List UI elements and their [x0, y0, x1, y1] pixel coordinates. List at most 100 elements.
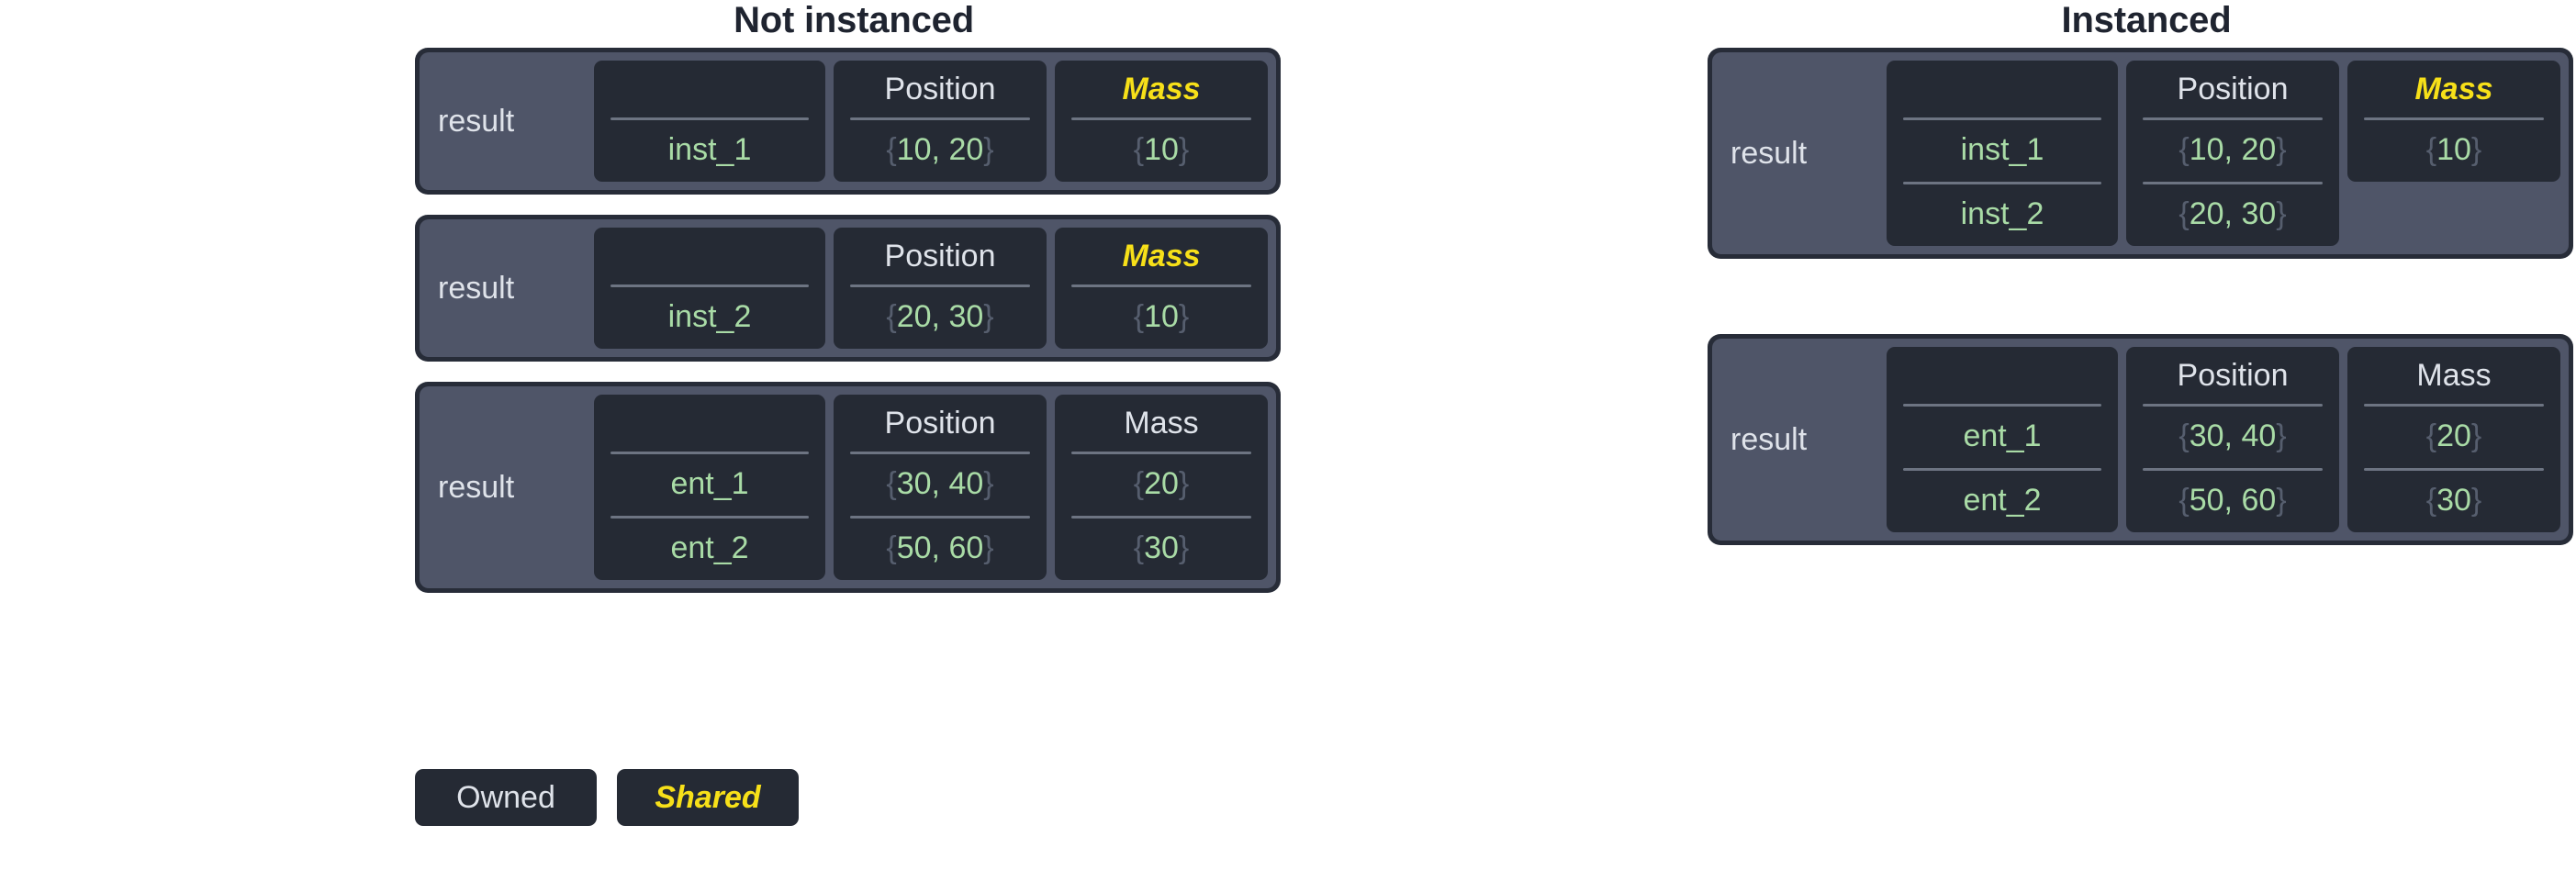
column-header: Position: [884, 405, 996, 441]
field-value-cell: {20, 30}: [2126, 182, 2339, 246]
column-header: Mass: [1122, 238, 1201, 273]
field-value-cell: {30}: [1055, 516, 1268, 580]
field-value-cell: {10}: [1055, 284, 1268, 349]
brace-glyph: }: [983, 530, 994, 565]
brace-glyph: }: [2470, 482, 2482, 518]
entity-name-column: inst_1: [594, 61, 825, 182]
result-label: result: [438, 469, 515, 505]
field-value-cell: {50, 60}: [834, 516, 1047, 580]
field-column-position: Position {30, 40}{50, 60}: [2126, 347, 2339, 532]
brace-glyph: {: [2178, 482, 2190, 518]
brace-glyph: }: [2470, 131, 2482, 167]
entity-name-cell: inst_1: [1887, 117, 2118, 182]
field-column-mass: Mass {10}: [1055, 228, 1268, 349]
brace-glyph: }: [983, 131, 994, 167]
entity-name-cell: ent_1: [1887, 404, 2118, 468]
brace-glyph: {: [2178, 131, 2190, 167]
brace-glyph: {: [886, 131, 897, 167]
column-header-blank: [594, 61, 825, 117]
brace-glyph: {: [886, 298, 897, 334]
entity-name-cell: ent_2: [594, 516, 825, 580]
brace-glyph: {: [1133, 131, 1145, 167]
brace-glyph: }: [1178, 298, 1190, 334]
brace-glyph: {: [2425, 131, 2437, 167]
legend: Owned Shared: [415, 769, 799, 826]
column-header-blank: [1887, 61, 2118, 117]
field-value-cell: {10, 20}: [834, 117, 1047, 182]
entity-name-cell: inst_2: [594, 284, 825, 349]
brace-glyph: }: [2276, 131, 2287, 167]
field-column-position: Position{10, 20}: [834, 61, 1047, 182]
column-header-blank: [1887, 347, 2118, 404]
legend-chip-shared: Shared: [617, 769, 799, 826]
field-value-cell: {10}: [2347, 117, 2560, 182]
result-label: result: [438, 270, 515, 306]
legend-chip-owned: Owned: [415, 769, 597, 826]
field-column-mass: Mass {10}: [1055, 61, 1268, 182]
result-label: result: [1730, 135, 1808, 171]
entity-name-column: inst_2: [594, 228, 825, 349]
brace-glyph: }: [2470, 418, 2482, 453]
entity-name-cell: ent_1: [594, 452, 825, 516]
column-header: Position: [2177, 357, 2289, 393]
field-value-cell: {20, 30}: [834, 284, 1047, 349]
brace-glyph: {: [1133, 530, 1145, 565]
column-header: Mass: [2416, 357, 2492, 393]
brace-glyph: {: [1133, 465, 1145, 501]
brace-glyph: }: [1178, 131, 1190, 167]
field-value-cell: {10}: [1055, 117, 1268, 182]
field-column-mass: Mass {20}{30}: [1055, 395, 1268, 580]
brace-glyph: }: [2276, 418, 2287, 453]
field-column-position: Position{10, 20}{20, 30}: [2126, 61, 2339, 246]
column-header-blank: [594, 228, 825, 284]
field-column-mass: Mass {10}: [2347, 61, 2560, 182]
brace-glyph: }: [983, 298, 994, 334]
entity-name-cell: inst_2: [1887, 182, 2118, 246]
field-value-cell: {20}: [1055, 452, 1268, 516]
entity-name-cell: inst_1: [594, 117, 825, 182]
field-value-cell: {50, 60}: [2126, 468, 2339, 532]
entity-name-cell: ent_2: [1887, 468, 2118, 532]
brace-glyph: {: [886, 530, 897, 565]
brace-glyph: }: [2276, 195, 2287, 231]
column-header: Mass: [1124, 405, 1199, 441]
field-column-position: Position{30, 40}{50, 60}: [834, 395, 1047, 580]
field-column-mass: Mass{20}{30}: [2347, 347, 2560, 532]
result-label: result: [438, 103, 515, 139]
field-value-cell: {10, 20}: [2126, 117, 2339, 182]
result-label: result: [1730, 421, 1808, 457]
column-header-blank: [594, 395, 825, 452]
brace-glyph: }: [1178, 530, 1190, 565]
column-title-instanced: Instanced: [2061, 0, 2232, 40]
brace-glyph: }: [1178, 465, 1190, 501]
brace-glyph: }: [2276, 482, 2287, 518]
column-header: Mass: [1122, 71, 1201, 106]
brace-glyph: {: [886, 465, 897, 501]
brace-glyph: {: [2178, 195, 2190, 231]
brace-glyph: }: [983, 465, 994, 501]
column-header: Mass: [2414, 71, 2493, 106]
field-value-cell: {30, 40}: [2126, 404, 2339, 468]
field-value-cell: {30}: [2347, 468, 2560, 532]
